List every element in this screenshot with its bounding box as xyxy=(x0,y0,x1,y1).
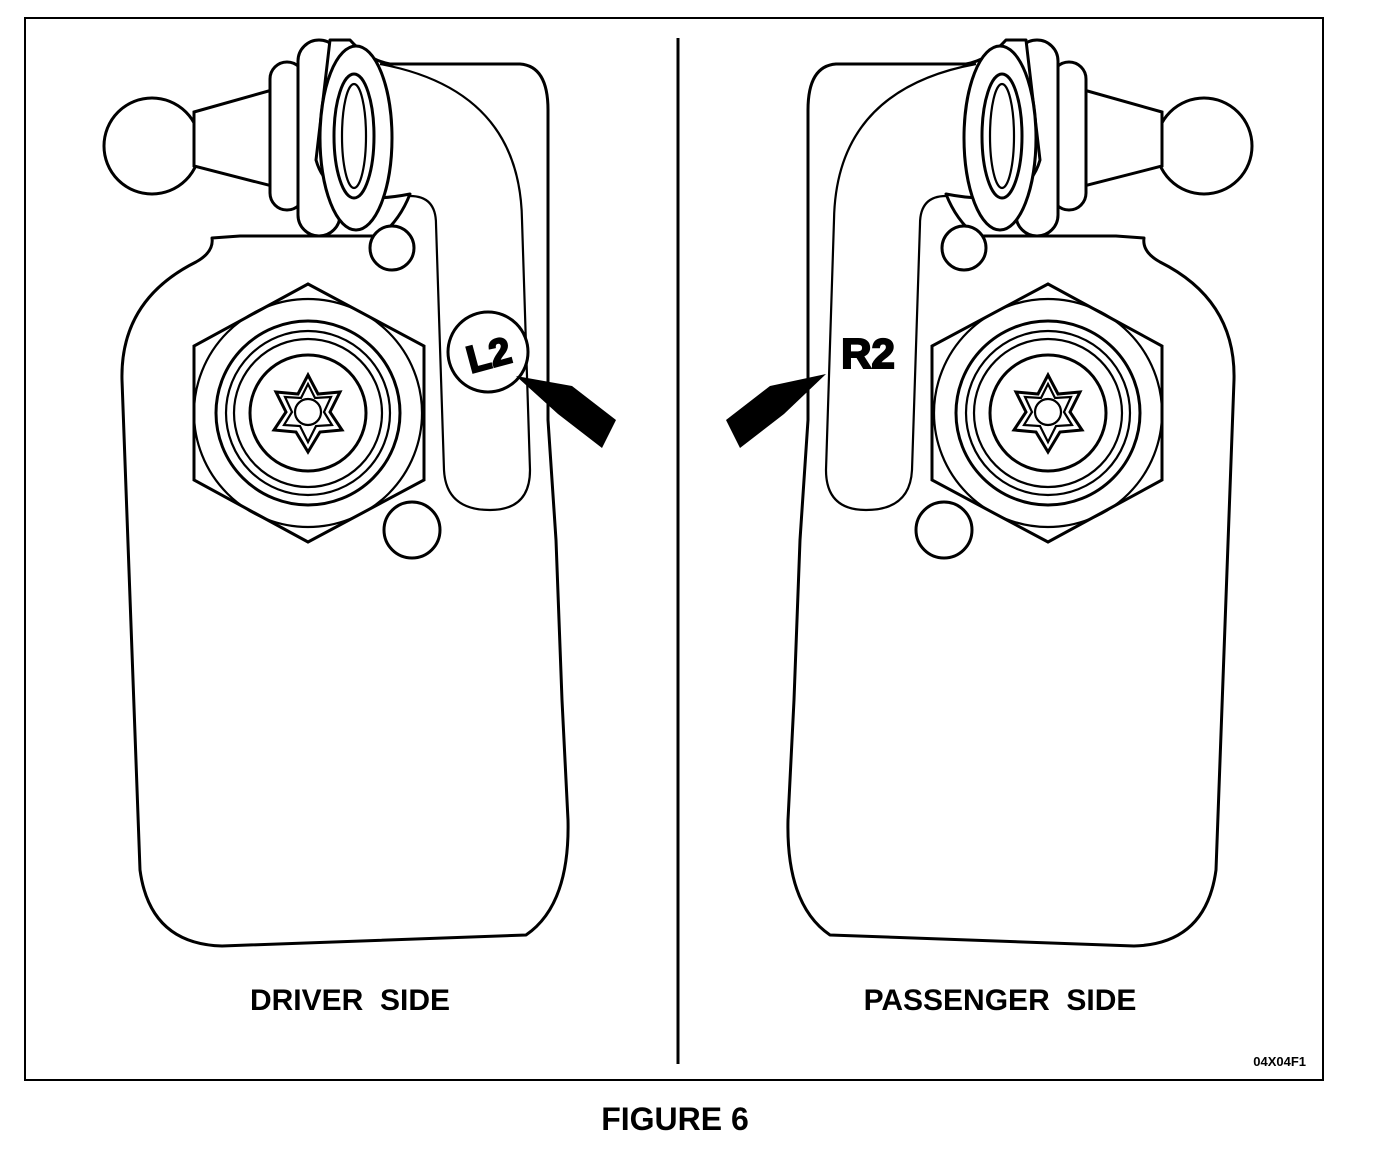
driver-arrow-icon xyxy=(516,376,616,448)
passenger-side-label: PASSENGER SIDE xyxy=(864,984,1137,1017)
l2-marking-circle xyxy=(446,310,530,394)
passenger-arrow-icon xyxy=(726,374,826,448)
driver-side-label: DRIVER SIDE xyxy=(250,984,450,1017)
figure-frame xyxy=(24,17,1324,1081)
passenger-marking: R2 xyxy=(726,329,896,448)
figure-code: 04X04F1 xyxy=(1253,1054,1306,1069)
passenger-marking-text: R2 xyxy=(841,330,895,377)
figure-caption: FIGURE 6 xyxy=(601,1101,749,1137)
passenger-sensor-illustration xyxy=(786,38,1254,948)
driver-sensor-illustration: L2 xyxy=(102,38,616,948)
